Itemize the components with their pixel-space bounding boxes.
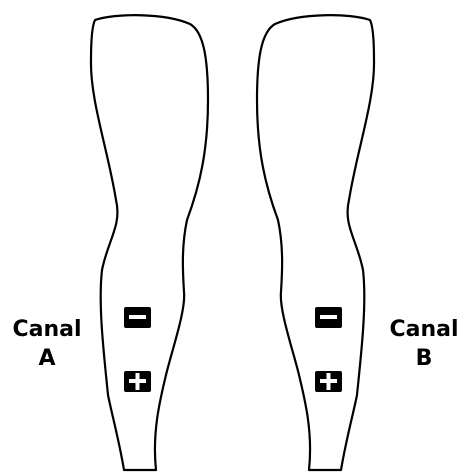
channel-label-b: Canal B — [379, 315, 465, 373]
channel-label-a: Canal A — [2, 315, 92, 373]
electrode-negative-b — [315, 307, 342, 328]
channel-a-name: Canal — [2, 315, 92, 344]
electrode-positive-a — [124, 371, 151, 392]
channel-b-id: B — [379, 344, 465, 373]
channel-b-name: Canal — [379, 315, 465, 344]
channel-a-id: A — [2, 344, 92, 373]
electrode-negative-a — [124, 307, 151, 328]
electrode-positive-b — [315, 371, 342, 392]
right-leg-outline — [257, 15, 374, 470]
left-leg-outline — [91, 15, 208, 470]
